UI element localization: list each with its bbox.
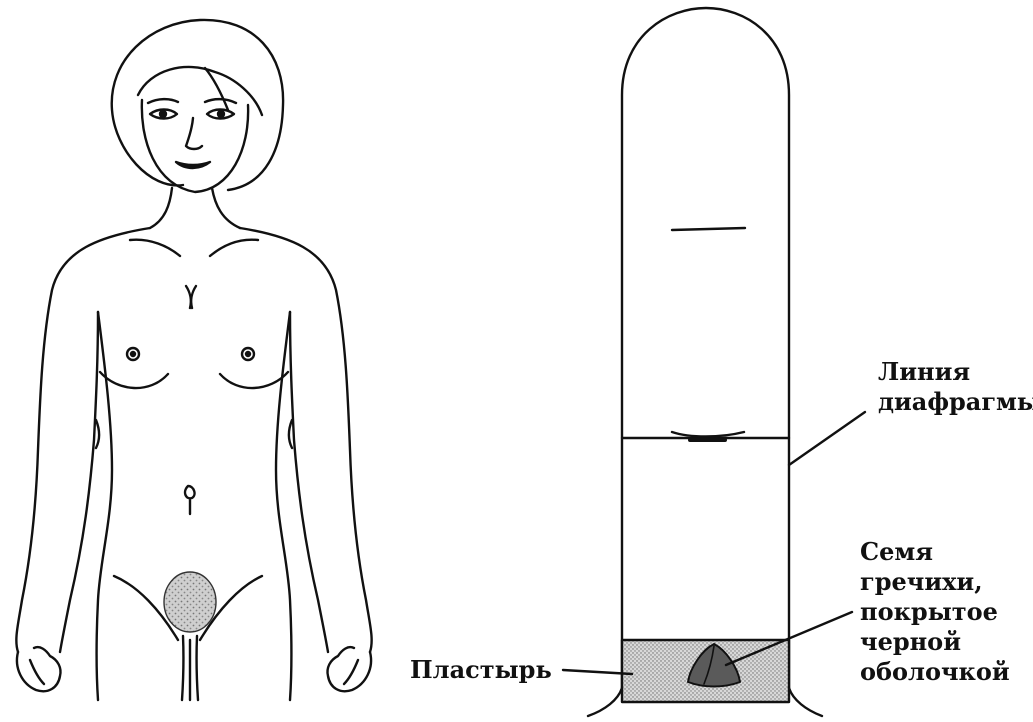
right-pupil bbox=[218, 111, 224, 117]
plaster-label-text: Пластырь bbox=[410, 655, 552, 684]
right-inner-leg bbox=[197, 636, 198, 700]
diaphragm-leader bbox=[789, 412, 865, 465]
plaster-flare-right bbox=[789, 688, 822, 716]
upper-mark bbox=[672, 228, 745, 230]
right-fingers bbox=[344, 660, 358, 684]
sternal-notch bbox=[186, 286, 196, 308]
left-nipple-center bbox=[131, 352, 135, 356]
left-breast bbox=[100, 372, 168, 388]
hair-strand bbox=[205, 68, 228, 110]
tube-outline bbox=[622, 8, 789, 688]
seed-label-line-2: гречихи, bbox=[860, 567, 1010, 597]
right-inner-arm bbox=[290, 312, 328, 652]
navel bbox=[185, 486, 194, 514]
left-brow bbox=[148, 99, 178, 103]
nose bbox=[186, 118, 202, 149]
plaster-flare-left bbox=[588, 688, 622, 716]
clavicle-right bbox=[210, 240, 258, 256]
plaster-label: Пластырь bbox=[410, 655, 552, 685]
diaphragm-mark bbox=[672, 432, 744, 437]
left-torso-side bbox=[97, 312, 113, 700]
tube bbox=[563, 8, 865, 716]
diaphragm-label-line-1: Линия bbox=[878, 357, 1033, 387]
seed-label-line-1: Семя bbox=[860, 537, 1010, 567]
female-figure bbox=[16, 20, 371, 700]
right-nipple-center bbox=[246, 352, 250, 356]
right-elbow-mark bbox=[289, 420, 292, 448]
pubic-patch bbox=[164, 572, 216, 632]
left-fingers bbox=[30, 660, 44, 684]
seed-label-line-3: покрытое bbox=[860, 597, 1010, 627]
seed-label: Семя гречихи, покрытое черной оболочкой bbox=[860, 537, 1010, 687]
neck-right bbox=[212, 188, 240, 228]
left-hand bbox=[17, 647, 61, 691]
left-elbow-mark bbox=[96, 420, 99, 448]
left-shoulder-arm bbox=[16, 228, 150, 652]
left-pupil bbox=[160, 111, 166, 117]
neck-left bbox=[150, 188, 172, 228]
diaphragm-label: Линия диафрагмы bbox=[878, 357, 1033, 417]
right-hand bbox=[327, 647, 371, 691]
right-breast bbox=[220, 372, 288, 388]
left-inner-leg bbox=[182, 636, 183, 700]
right-torso-side bbox=[276, 312, 292, 700]
mouth bbox=[176, 162, 210, 168]
right-brow bbox=[205, 99, 236, 103]
hair-fringe bbox=[138, 67, 262, 115]
left-inner-arm bbox=[60, 312, 98, 652]
diaphragm-label-line-2: диафрагмы bbox=[878, 387, 1033, 417]
seed-label-line-5: оболочкой bbox=[860, 657, 1010, 687]
clavicle-left bbox=[130, 240, 180, 256]
seed-label-line-4: черной bbox=[860, 627, 1010, 657]
right-shoulder-arm bbox=[240, 228, 372, 652]
